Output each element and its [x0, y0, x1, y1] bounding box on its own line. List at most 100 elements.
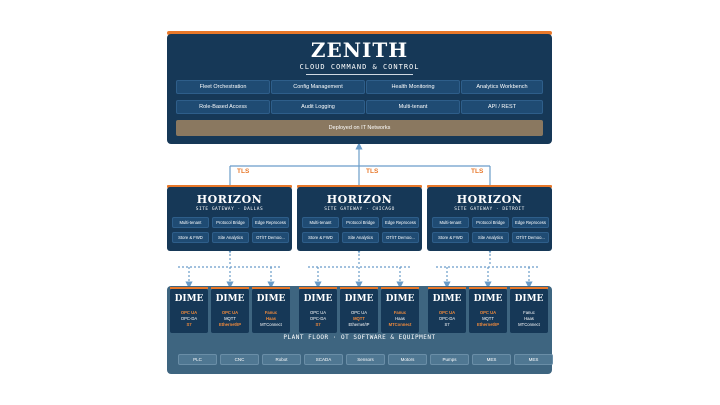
- horizon-panel-detroit: HORIZON SITE GATEWAY · DETROIT Multi-ten…: [427, 187, 552, 251]
- horizon-feature[interactable]: Multi-tenant: [172, 217, 209, 228]
- dime-protocol-label: MQTT: [353, 316, 365, 321]
- zenith-subtitle: CLOUD COMMAND & CONTROL: [299, 63, 420, 71]
- dime-protocol-label: OPC-DA: [180, 316, 198, 321]
- dime-protocol-label: OPC UA: [438, 310, 456, 315]
- zenith-accent-bar: [167, 31, 552, 35]
- horizon-feature[interactable]: Edge Reprocess: [252, 217, 289, 228]
- dime-protocol-label: Haas: [395, 316, 405, 321]
- dime-protocol-label: S7: [444, 322, 450, 327]
- dime-protocol-label: MTConnect: [518, 322, 540, 327]
- equipment-chip-mes[interactable]: MES: [514, 354, 553, 365]
- zenith-divider: [306, 74, 413, 75]
- dime-protocol-label: Ethernet/IP: [476, 322, 500, 327]
- dime-protocol-label: OPC UA: [180, 310, 198, 315]
- zenith-feature-api-rest[interactable]: API / REST: [461, 100, 543, 114]
- dime-accent-bar: [252, 287, 290, 289]
- dime-accent-bar: [381, 287, 419, 289]
- dime-protocol-label: OPC UA: [350, 310, 368, 315]
- deployed-banner: Deployed on IT Networks: [176, 120, 543, 136]
- zenith-feature-audit-logging[interactable]: Audit Logging: [271, 100, 365, 114]
- equipment-chip-cnc[interactable]: CNC: [220, 354, 259, 365]
- dime-protocol-label: S7: [186, 322, 192, 327]
- zenith-feature-fleet-orchestration[interactable]: Fleet Orchestration: [176, 80, 270, 94]
- dime-protocol-label: S7: [315, 322, 321, 327]
- dime-protocol-label: MQTT: [224, 316, 236, 321]
- dime-title: DIME: [385, 294, 415, 304]
- equipment-chip-pumps[interactable]: Pumps: [430, 354, 469, 365]
- dime-accent-bar: [469, 287, 507, 289]
- dime-accent-bar: [211, 287, 249, 289]
- tls-label-dallas: TLS: [237, 168, 250, 175]
- horizon-subtitle: SITE GATEWAY · DETROIT: [454, 207, 525, 212]
- horizon-feature[interactable]: Edge Reprocess: [382, 217, 419, 228]
- dime-accent-bar: [170, 287, 208, 289]
- equipment-chip-scada[interactable]: SCADA: [304, 354, 343, 365]
- zenith-feature-health-monitoring[interactable]: Health Monitoring: [366, 80, 460, 94]
- dime-title: DIME: [473, 294, 503, 304]
- zenith-title: ZENITH: [310, 38, 409, 62]
- dime-title: DIME: [215, 294, 245, 304]
- dime-accent-bar: [340, 287, 378, 289]
- dime-accent-bar: [510, 287, 548, 289]
- dime-title: DIME: [256, 294, 286, 304]
- dime-title: DIME: [344, 294, 374, 304]
- dime-protocol-label: Fanuc: [264, 310, 278, 315]
- horizon-feature[interactable]: OT/IT Demoo...: [252, 232, 289, 243]
- tls-label-chicago: TLS: [366, 168, 379, 175]
- horizon-feature[interactable]: Site Analytics: [342, 232, 379, 243]
- horizon-feature[interactable]: Protocol Bridge: [212, 217, 249, 228]
- dime-protocol-label: MTConnect: [388, 322, 412, 327]
- dime-protocol-label: OPC-DA: [309, 316, 327, 321]
- plant-floor-label: PLANT FLOOR · OT SOFTWARE & EQUIPMENT: [283, 334, 436, 341]
- equipment-chip-sensors[interactable]: Sensors: [346, 354, 385, 365]
- horizon-accent-bar: [167, 185, 292, 188]
- dime-title: DIME: [303, 294, 333, 304]
- tls-label-detroit: TLS: [471, 168, 484, 175]
- horizon-feature[interactable]: Multi-tenant: [432, 217, 469, 228]
- horizon-panel-dallas: HORIZON SITE GATEWAY · DALLAS Multi-tena…: [167, 187, 292, 251]
- horizon-feature[interactable]: Store & FWD: [302, 232, 339, 243]
- horizon-panel-chicago: HORIZON SITE GATEWAY · CHICAGO Multi-ten…: [297, 187, 422, 251]
- zenith-feature-config-management[interactable]: Config Management: [271, 80, 365, 94]
- dime-title: DIME: [514, 294, 544, 304]
- dime-title: DIME: [174, 294, 204, 304]
- dime-accent-bar: [299, 287, 337, 289]
- equipment-chip-motors[interactable]: Motors: [388, 354, 427, 365]
- horizon-subtitle: SITE GATEWAY · CHICAGO: [324, 207, 395, 212]
- horizon-feature[interactable]: Store & FWD: [172, 232, 209, 243]
- horizon-feature[interactable]: Protocol Bridge: [472, 217, 509, 228]
- horizon-accent-bar: [297, 185, 422, 188]
- horizon-feature[interactable]: Edge Reprocess: [512, 217, 549, 228]
- zenith-feature-multi-tenant[interactable]: Multi-tenant: [366, 100, 460, 114]
- horizon-feature[interactable]: Site Analytics: [212, 232, 249, 243]
- equipment-chip-robot[interactable]: Robot: [262, 354, 301, 365]
- horizon-feature[interactable]: Protocol Bridge: [342, 217, 379, 228]
- dime-protocol-label: OPC UA: [309, 310, 327, 315]
- dime-protocol-label: MQTT: [482, 316, 494, 321]
- horizon-title: HORIZON: [456, 193, 523, 206]
- horizon-title: HORIZON: [196, 193, 263, 206]
- zenith-panel: ZENITH CLOUD COMMAND & CONTROL Fleet Orc…: [167, 34, 552, 144]
- zenith-feature-analytics-workbench[interactable]: Analytics Workbench: [461, 80, 543, 94]
- equipment-chip-plc[interactable]: PLC: [178, 354, 217, 365]
- horizon-feature[interactable]: OT/IT Demoo...: [382, 232, 419, 243]
- horizon-feature[interactable]: Store & FWD: [432, 232, 469, 243]
- dime-title: DIME: [432, 294, 462, 304]
- equipment-chip-mes[interactable]: MES: [472, 354, 511, 365]
- dime-accent-bar: [428, 287, 466, 289]
- horizon-feature[interactable]: OT/IT Demoo...: [512, 232, 549, 243]
- horizon-accent-bar: [427, 185, 552, 188]
- horizon-feature[interactable]: Site Analytics: [472, 232, 509, 243]
- horizon-title: HORIZON: [326, 193, 393, 206]
- horizon-feature[interactable]: Multi-tenant: [302, 217, 339, 228]
- zenith-feature-role-based-access[interactable]: Role-Based Access: [176, 100, 270, 114]
